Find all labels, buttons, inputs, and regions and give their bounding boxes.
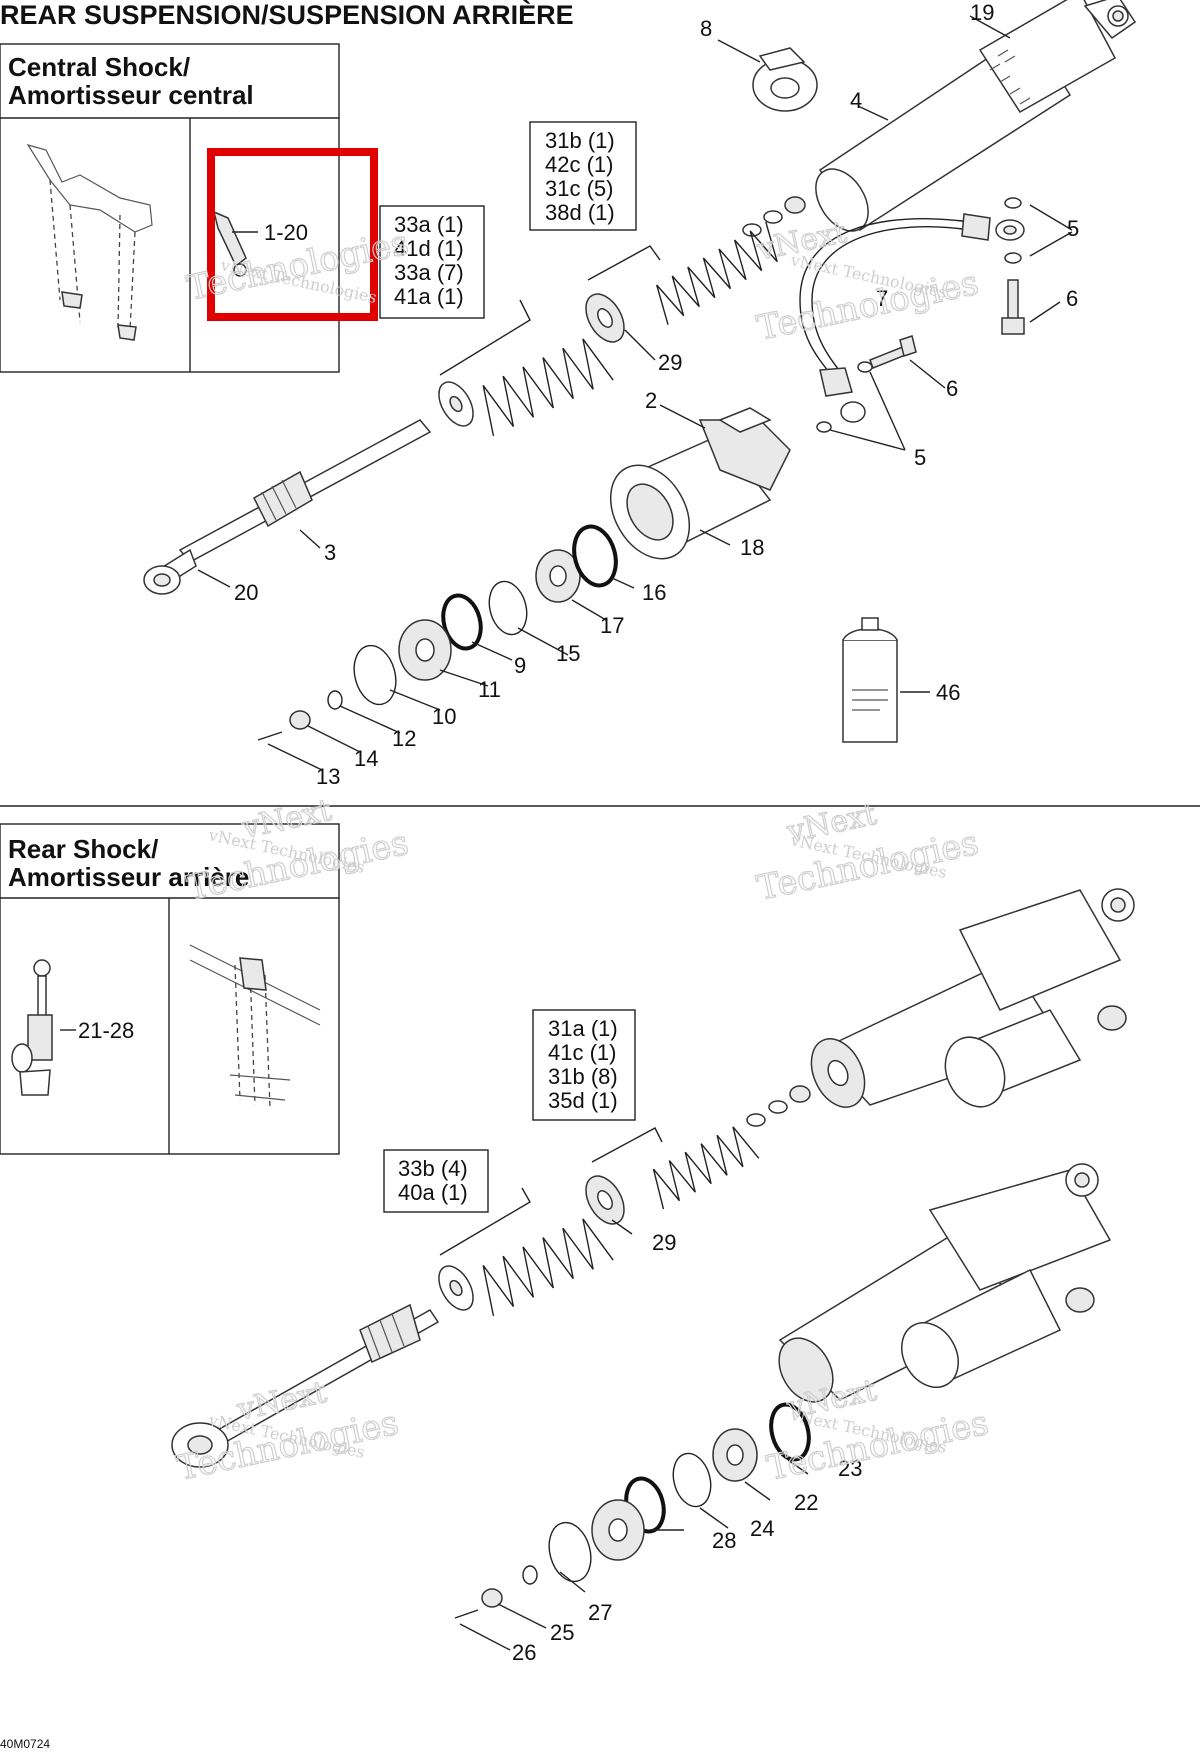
callout-26: 26 [512,1640,536,1665]
rear-shock-heading-2: Amortisseur arrière [8,862,249,892]
rear-kit-lower: 33b (4) 40a (1) [383,1149,489,1213]
central-shock-exploded [143,0,1137,771]
oring-9 [441,593,483,651]
callout-23: 23 [838,1456,862,1481]
rear-kit-lower-line-2: 40a (1) [398,1180,468,1205]
callout-25: 25 [550,1620,574,1645]
callout-7: 7 [876,286,888,311]
kit-lower-line-1: 33a (1) [394,212,464,237]
callout-20: 20 [234,580,258,605]
rear-shock-heading-1: Rear Shock/ [8,834,158,864]
callout-14: 14 [354,746,378,771]
callout-18: 18 [740,535,764,560]
central-shock-sketch [212,210,258,277]
ring-15 [488,580,528,636]
rear-frame-sketch [189,944,321,1109]
callout-6b: 6 [946,376,958,401]
central-inset-ref: 1-20 [264,220,308,245]
rear-shock-rod [171,1303,440,1468]
shock-body-4 [815,0,1137,232]
callout-46: 46 [936,680,960,705]
reservoir-hose-7 [799,213,1025,423]
central-callouts: 2 3 4 5 5 6 6 7 8 9 10 11 12 13 14 15 16… [234,0,1079,789]
disc-27 [548,1521,592,1583]
kit-upper-line-2: 42c (1) [545,152,613,177]
callout-16: 16 [642,580,666,605]
watermark-text: vNext [238,793,334,846]
central-shock-inset: Central Shock/ Amortisseur central 1-20 [0,43,378,373]
callout-15: 15 [556,641,580,666]
rear-kit-upper-line-1: 31a (1) [548,1016,618,1041]
callout-5b: 5 [914,445,926,470]
shock-rod-3 [143,419,432,595]
callout-19: 19 [970,0,994,25]
rear-kit-upper-line-4: 35d (1) [548,1088,618,1113]
diagram-code: 40M0724 [0,1737,50,1751]
callout-10: 10 [432,704,456,729]
rear-spring-lower [482,1218,614,1316]
central-shock-heading-2: Amortisseur central [8,80,254,110]
rear-shock-body-lower [778,1163,1112,1403]
callout-17: 17 [600,613,624,638]
callout-5a: 5 [1067,216,1079,241]
spring-lower [438,338,614,436]
central-inset-frame [0,43,340,373]
callout-28: 28 [712,1528,736,1553]
central-kit-upper: 31b (1) 42c (1) 31c (5) 38d (1) [529,121,637,231]
kit-upper-line-1: 31b (1) [545,128,615,153]
central-leaders [197,15,1073,771]
rear-callouts: 22 23 24 25 26 27 28 29 [512,1230,862,1665]
rear-inset-ref: 21-28 [78,1018,134,1043]
central-frame-sketch [26,144,153,341]
washer-8 [752,47,818,112]
oring-16 [572,524,618,588]
rear-kit-upper-line-2: 41c (1) [548,1040,616,1065]
reservoir-18 [609,407,791,560]
callout-9: 9 [514,653,526,678]
kit-lower-line-2: 41d (1) [394,236,464,261]
highlight-box [207,148,378,321]
spring-upper [585,221,778,343]
callout-6a: 6 [1066,286,1078,311]
rear-shock-exploded [171,888,1135,1651]
kit-upper-line-4: 38d (1) [545,200,615,225]
kit-upper-line-3: 31c (5) [545,176,613,201]
central-kit-lower: 33a (1) 41d (1) 33a (7) 41a (1) [379,205,485,319]
rear-kit-upper: 31a (1) 41c (1) 31b (8) 35d (1) [532,1009,636,1121]
rear-leaders [459,1219,809,1651]
rear-shock-body-upper [810,888,1135,1108]
rear-shock-inset: Rear Shock/ Amortisseur arrière 21-28 [0,823,340,1155]
screw-26 [454,1609,479,1619]
rear-kit-upper-line-3: 31b (8) [548,1064,618,1089]
callout-11: 11 [478,677,501,702]
page-title: REAR SUSPENSION/SUSPENSION ARRIÈRE [0,0,574,30]
callout-24: 24 [750,1516,774,1541]
oring-23 [769,1402,811,1462]
callout-13: 13 [316,764,340,789]
rear-spring-upper [652,1126,760,1210]
callout-8: 8 [700,16,712,41]
nut-14 [289,710,311,730]
oil-bottle-46 [842,617,898,743]
callout-4: 4 [850,88,862,113]
callout-2: 2 [645,388,657,413]
callout-22: 22 [794,1490,818,1515]
kit-lower-line-3: 33a (7) [394,260,464,285]
callout-29: 29 [658,350,682,375]
disc-10 [353,644,397,706]
ring-24 [672,1452,712,1508]
callout-12: 12 [392,726,416,751]
kit-lower-line-4: 41a (1) [394,284,464,309]
nut-25 [481,1588,503,1608]
callout-29-rear: 29 [652,1230,676,1255]
callout-27: 27 [588,1600,612,1625]
central-shock-heading-1: Central Shock/ [8,52,190,82]
rear-kit-lower-line-1: 33b (4) [398,1156,468,1181]
rear-shock-small-sketch [11,959,53,1096]
callout-3: 3 [324,540,336,565]
